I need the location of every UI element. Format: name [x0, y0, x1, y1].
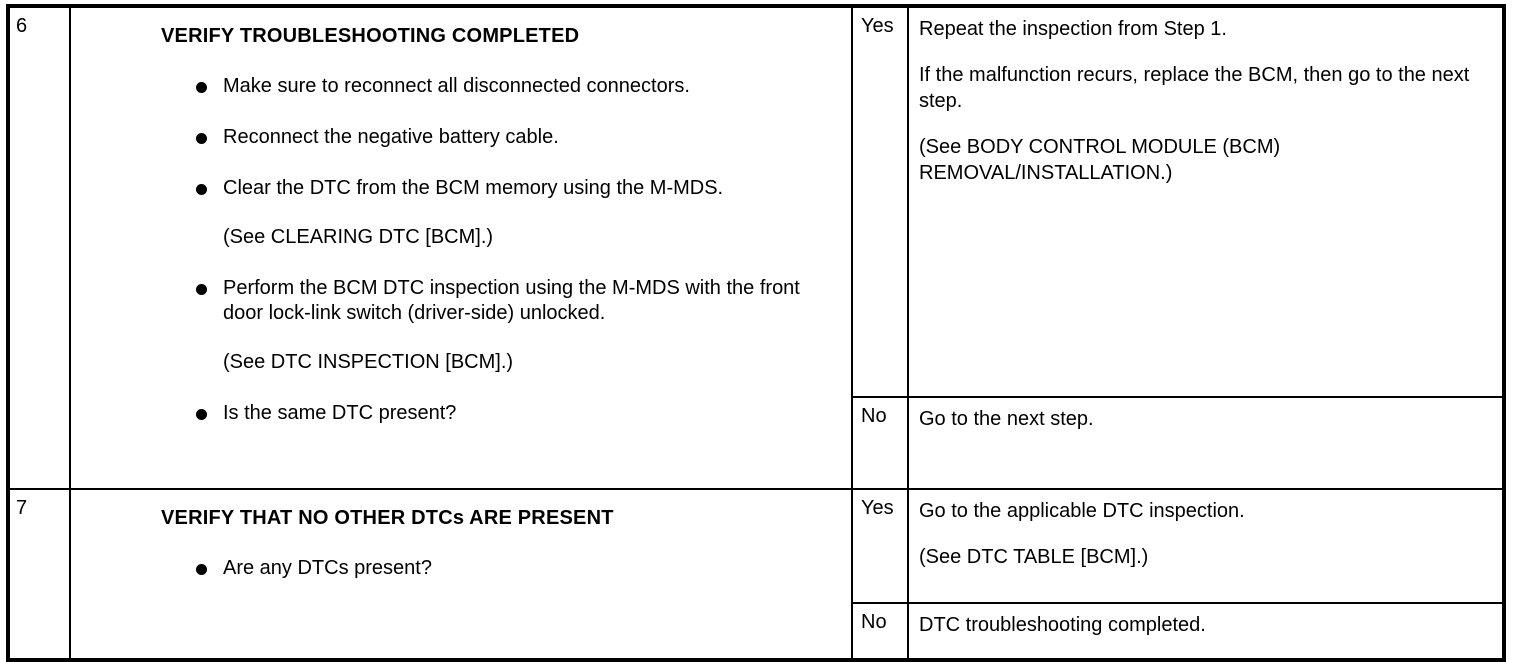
- procedure-title: VERIFY TROUBLESHOOTING COMPLETED: [161, 25, 580, 47]
- procedure-list: Make sure to reconnect all disconnected …: [83, 74, 841, 201]
- answer-label-yes: Yes: [851, 488, 909, 604]
- procedure-list: Perform the BCM DTC inspection using the…: [83, 276, 841, 326]
- troubleshooting-page: 6 VERIFY TROUBLESHOOTING COMPLETED Make …: [6, 4, 1506, 662]
- list-item: Is the same DTC present?: [83, 401, 841, 426]
- table-row: No Go to the next step.: [8, 396, 1505, 490]
- bullet-icon: [196, 564, 207, 575]
- answer-label-yes: Yes: [851, 5, 909, 398]
- list-item-label: Reconnect the negative battery cable.: [223, 126, 559, 148]
- answer-action-no: DTC troubleshooting completed.: [907, 602, 1505, 661]
- list-item: Make sure to reconnect all disconnected …: [83, 74, 841, 99]
- answer-action-no: Go to the next step.: [907, 396, 1505, 490]
- step-number-cell: 6: [7, 5, 71, 490]
- answer-paragraph: Go to the next step.: [919, 408, 1094, 430]
- bullet-icon: [196, 82, 207, 93]
- list-item-label: Make sure to reconnect all disconnected …: [223, 75, 690, 97]
- troubleshooting-table: 6 VERIFY TROUBLESHOOTING COMPLETED Make …: [6, 4, 1506, 662]
- answer-action-yes: Go to the applicable DTC inspection. (Se…: [907, 488, 1505, 604]
- list-item: Clear the DTC from the BCM memory using …: [83, 176, 841, 201]
- step-number-cell: 7: [7, 488, 71, 661]
- list-item-label: Perform the BCM DTC inspection using the…: [223, 277, 800, 324]
- procedure-title: VERIFY THAT NO OTHER DTCs ARE PRESENT: [161, 507, 614, 529]
- answer-label-no: No: [851, 396, 909, 490]
- step-body-cell: VERIFY TROUBLESHOOTING COMPLETED Make su…: [69, 5, 853, 490]
- procedure-list: Is the same DTC present?: [83, 401, 841, 426]
- answer-paragraph: DTC troubleshooting completed.: [919, 614, 1206, 636]
- answer-paragraph: (See DTC TABLE [BCM].): [919, 546, 1149, 568]
- procedure-list: Are any DTCs present?: [83, 556, 841, 581]
- reference-note: (See DTC INSPECTION [BCM].): [223, 351, 514, 373]
- answer-paragraph: If the malfunction recurs, replace the B…: [919, 64, 1470, 112]
- bullet-icon: [196, 184, 207, 195]
- answer-action-yes: Repeat the inspection from Step 1. If th…: [907, 5, 1505, 398]
- list-item-label: Clear the DTC from the BCM memory using …: [223, 177, 724, 199]
- list-item: Reconnect the negative battery cable.: [83, 125, 841, 150]
- table-row: 7 VERIFY THAT NO OTHER DTCs ARE PRESENT …: [7, 488, 1505, 661]
- list-item: Perform the BCM DTC inspection using the…: [83, 276, 841, 326]
- step-body-cell: VERIFY THAT NO OTHER DTCs ARE PRESENT Ar…: [69, 488, 853, 661]
- list-item-label: Are any DTCs present?: [223, 557, 432, 579]
- answer-paragraph: Repeat the inspection from Step 1.: [919, 18, 1227, 40]
- bullet-icon: [196, 133, 207, 144]
- bullet-icon: [196, 409, 207, 420]
- list-item-label: Is the same DTC present?: [223, 402, 457, 424]
- answer-paragraph: Go to the applicable DTC inspection.: [919, 500, 1245, 522]
- answer-label-no: No: [851, 602, 909, 661]
- answer-paragraph: (See BODY CONTROL MODULE (BCM) REMOVAL/I…: [919, 136, 1281, 184]
- bullet-icon: [196, 284, 207, 295]
- table-row: 6 VERIFY TROUBLESHOOTING COMPLETED Make …: [7, 5, 1505, 490]
- reference-note: (See CLEARING DTC [BCM].): [223, 226, 494, 248]
- list-item: Are any DTCs present?: [83, 556, 841, 581]
